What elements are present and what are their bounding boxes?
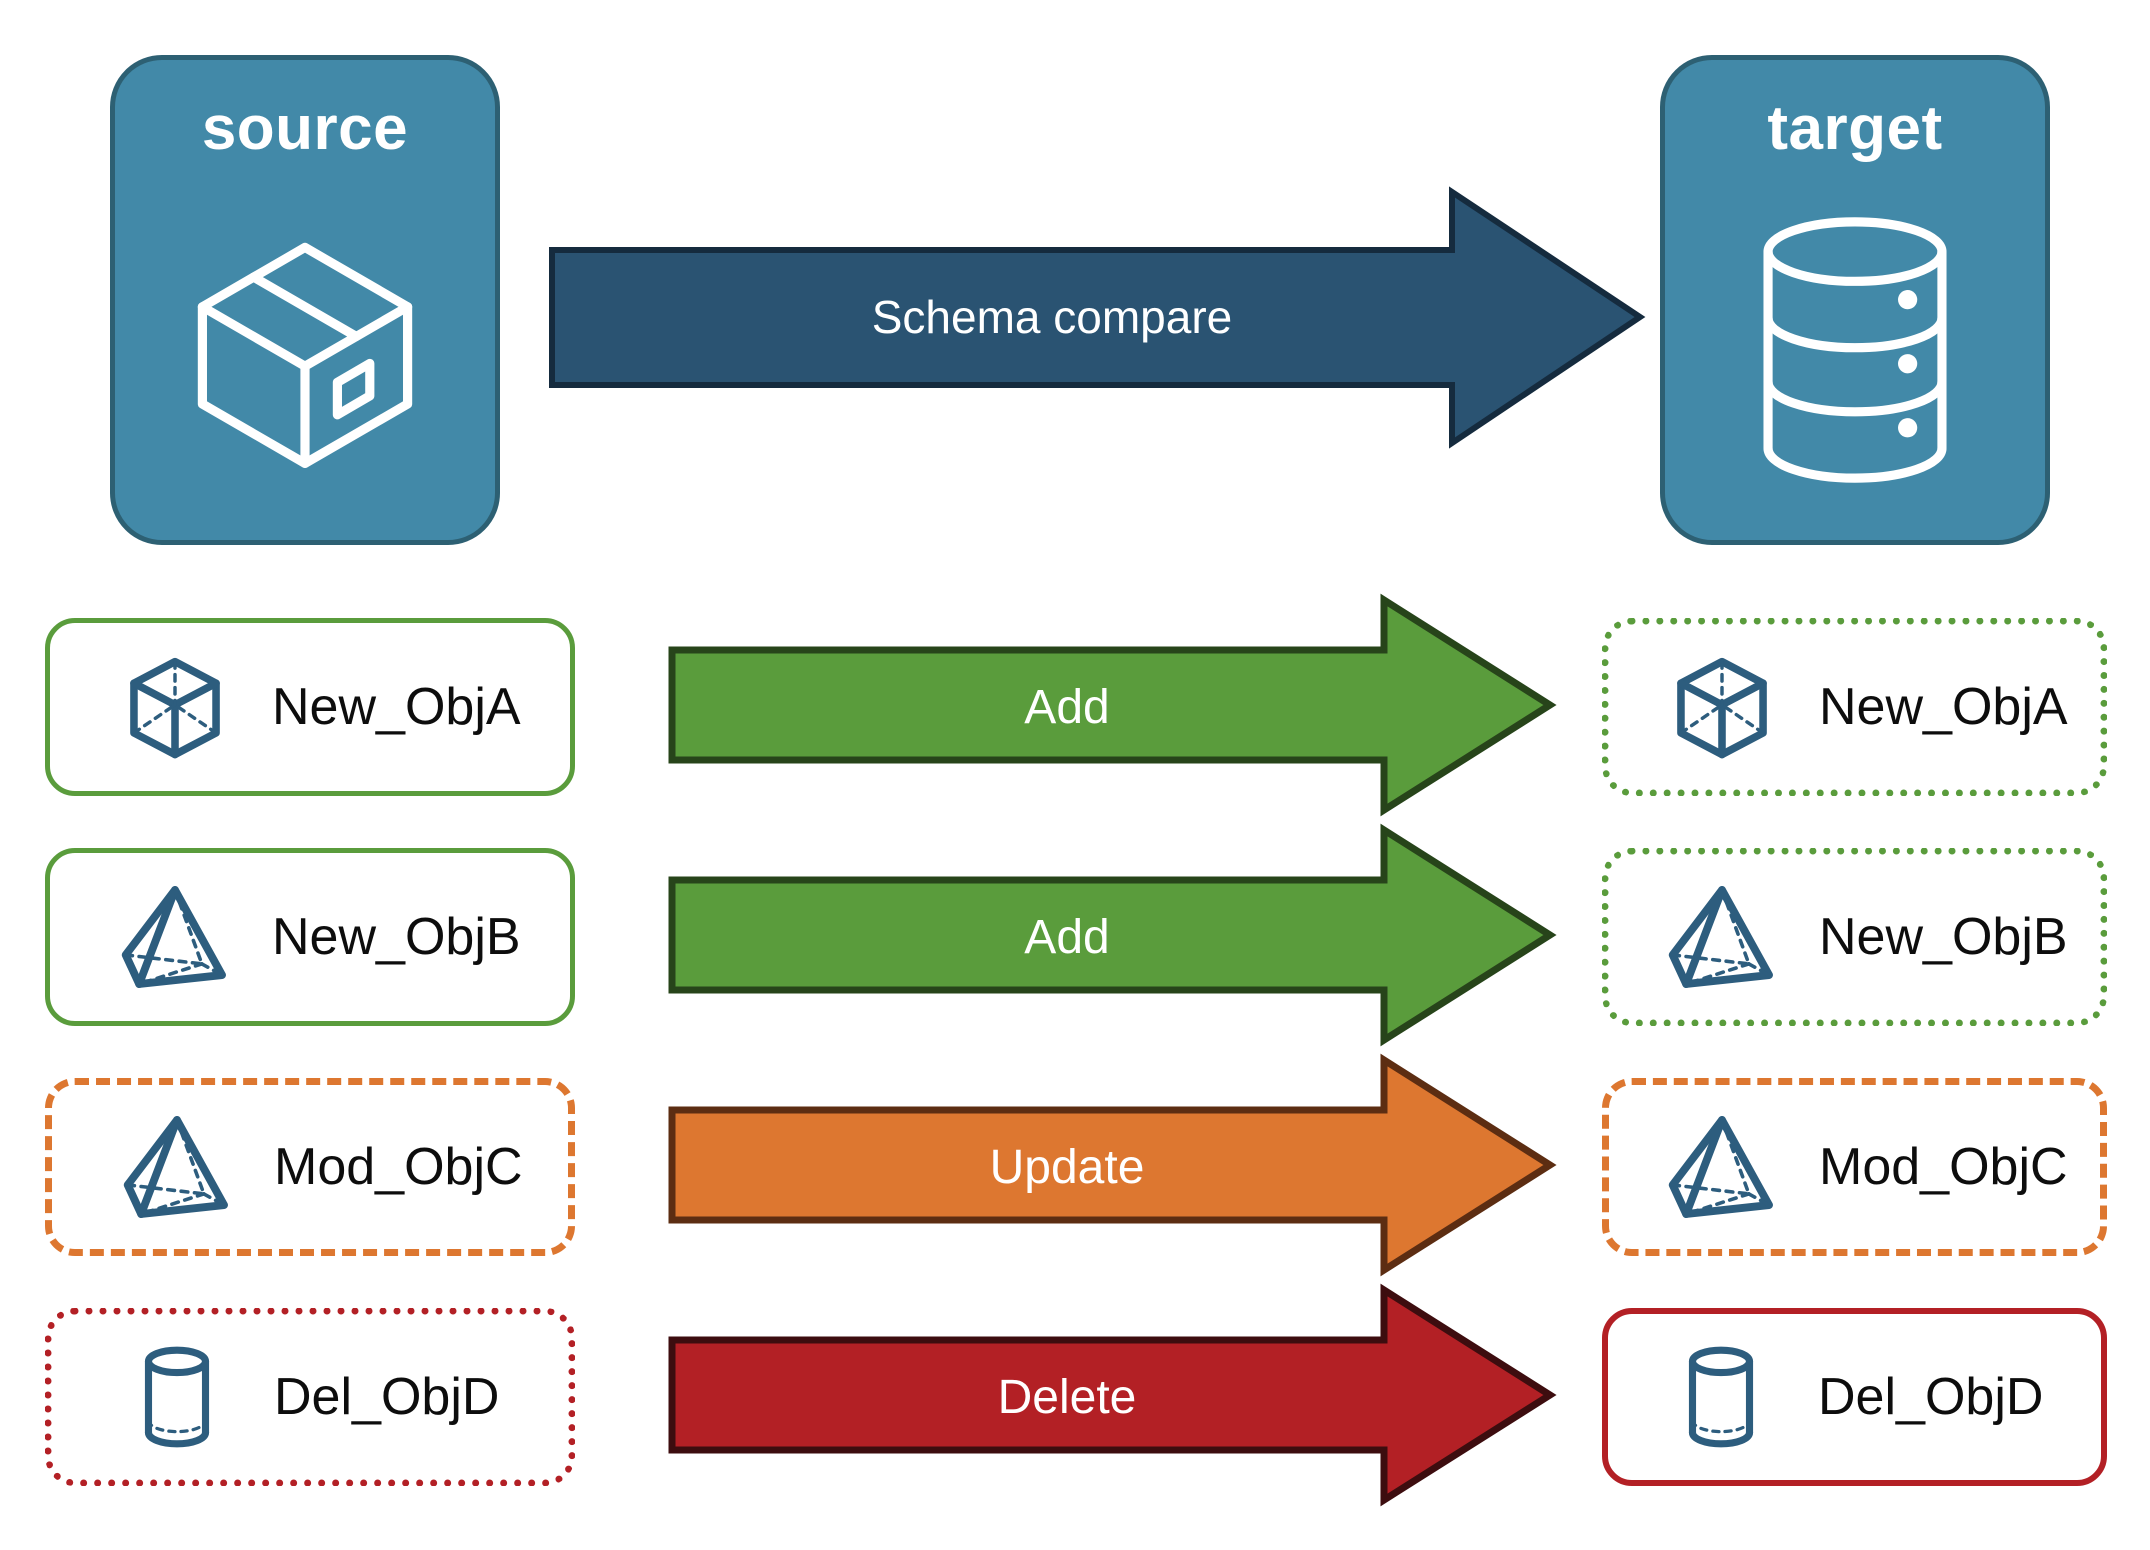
- target-object-label-row3: Del_ObjD: [1818, 1368, 2044, 1426]
- source-endpoint-card[interactable]: source: [110, 55, 500, 545]
- source-object-card-row1[interactable]: New_ObjB: [45, 848, 575, 1026]
- wireframe-cylinder-icon: [1666, 1342, 1776, 1452]
- source-object-label-row3: Del_ObjD: [274, 1368, 500, 1426]
- action-arrow-row3[interactable]: [668, 1283, 1557, 1507]
- target-object-card-row2[interactable]: Mod_ObjC: [1602, 1078, 2107, 1256]
- source-title: source: [201, 94, 409, 163]
- target-object-label-row0: New_ObjA: [1819, 678, 2068, 736]
- database-cylinder-icon: [1665, 160, 2045, 540]
- wireframe-cube-icon: [120, 652, 230, 762]
- package-box-icon: [115, 160, 495, 540]
- target-title: target: [1767, 94, 1943, 163]
- source-object-card-row0[interactable]: New_ObjA: [45, 618, 575, 796]
- wireframe-pyramid-icon: [1667, 882, 1777, 992]
- target-endpoint-card[interactable]: target: [1660, 55, 2050, 545]
- target-object-label-row1: New_ObjB: [1819, 908, 2068, 966]
- wireframe-pyramid-icon: [122, 1112, 232, 1222]
- wireframe-cylinder-icon: [122, 1342, 232, 1452]
- source-object-label-row1: New_ObjB: [272, 908, 521, 966]
- target-object-label-row2: Mod_ObjC: [1819, 1138, 2068, 1196]
- source-object-label-row2: Mod_ObjC: [274, 1138, 523, 1196]
- source-object-card-row3[interactable]: Del_ObjD: [45, 1308, 575, 1486]
- target-object-card-row1[interactable]: New_ObjB: [1602, 848, 2107, 1026]
- wireframe-pyramid-icon: [1667, 1112, 1777, 1222]
- target-object-card-row3[interactable]: Del_ObjD: [1602, 1308, 2107, 1486]
- source-object-card-row2[interactable]: Mod_ObjC: [45, 1078, 575, 1256]
- target-object-card-row0[interactable]: New_ObjA: [1602, 618, 2107, 796]
- wireframe-pyramid-icon: [120, 882, 230, 992]
- source-object-label-row0: New_ObjA: [272, 678, 521, 736]
- action-arrow-row2[interactable]: [668, 1053, 1557, 1277]
- action-arrow-row1[interactable]: [668, 823, 1557, 1047]
- wireframe-cube-icon: [1667, 652, 1777, 762]
- schema-compare-arrow[interactable]: [549, 186, 1646, 449]
- action-arrow-row0[interactable]: [668, 593, 1557, 817]
